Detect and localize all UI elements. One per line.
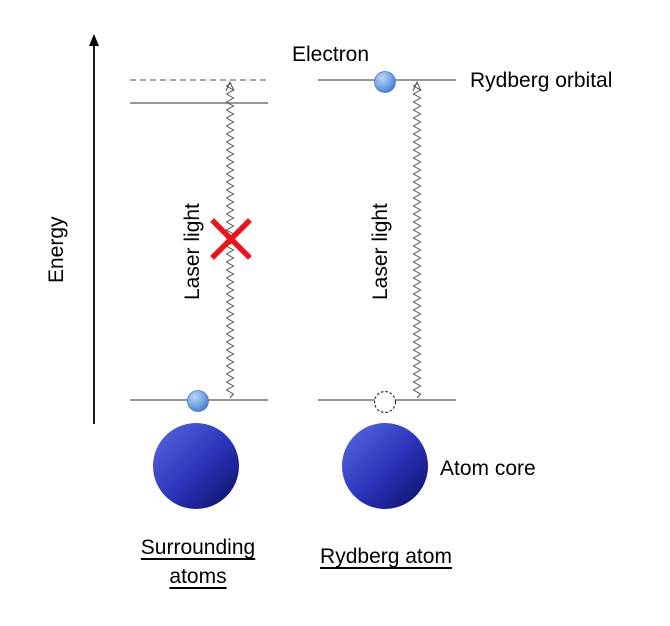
energy-axis-label: Energy bbox=[45, 216, 68, 283]
laser-wave-right bbox=[412, 83, 422, 399]
laser-light-label-right: Laser light bbox=[369, 203, 392, 300]
laser-light-label-left: Laser light bbox=[181, 203, 204, 300]
energy-axis-arrowhead bbox=[89, 34, 99, 46]
electron-ground-left bbox=[187, 390, 209, 412]
rydberg-atom-caption: Rydberg atom bbox=[320, 545, 452, 568]
atom-core-label: Atom core bbox=[440, 457, 536, 480]
laser-arrowhead-left bbox=[225, 80, 235, 92]
surrounding-atoms-caption-line1: Surrounding bbox=[140, 536, 256, 559]
rydberg-orbital-label: Rydberg orbital bbox=[470, 69, 613, 92]
electron-vacancy bbox=[373, 390, 397, 414]
electron-rydberg bbox=[374, 71, 396, 93]
blocked-excitation-cross-icon bbox=[210, 218, 252, 260]
surrounding-atoms-caption-line2: atoms bbox=[169, 565, 227, 588]
atom-core-left bbox=[153, 423, 239, 509]
electron-label: Electron bbox=[292, 43, 370, 66]
atom-core-right bbox=[342, 423, 428, 509]
laser-arrowhead-right bbox=[412, 80, 422, 92]
